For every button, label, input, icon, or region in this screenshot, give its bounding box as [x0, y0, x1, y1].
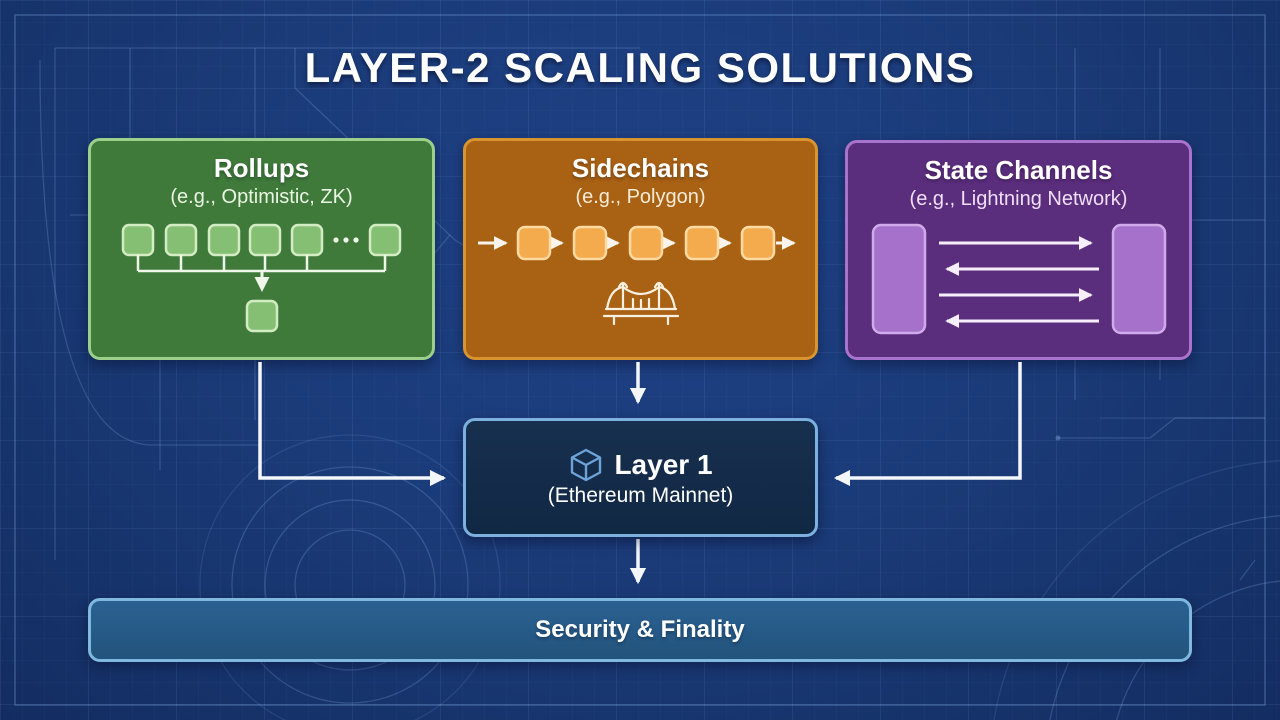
cube-icon — [571, 448, 602, 482]
sidechains-card: Sidechains (e.g., Polygon) — [463, 138, 818, 360]
sidechains-chain-diagram — [477, 225, 796, 325]
sidechains-subtitle: (e.g., Polygon) — [575, 185, 706, 208]
layer1-title: Layer 1 — [614, 449, 713, 480]
statechannels-to-layer1-arrow — [833, 362, 1022, 487]
security-finality-bar: Security & Finality — [88, 598, 1192, 662]
rollups-card: Rollups (e.g., Optimistic, ZK) — [88, 138, 435, 360]
sidechains-title: Sidechains — [571, 153, 710, 183]
state-channels-subtitle: (e.g., Lightning Network) — [909, 187, 1128, 210]
layer1-box: Layer 1 (Ethereum Mainnet) — [463, 418, 818, 537]
state-channels-card: State Channels (e.g., Lightning Network) — [845, 140, 1192, 360]
rollups-to-layer1-arrow — [258, 362, 447, 487]
bridge-icon — [602, 281, 679, 325]
security-finality-label: Security & Finality — [535, 616, 745, 643]
rollups-title: Rollups — [213, 153, 310, 183]
state-channels-title: State Channels — [924, 155, 1113, 185]
rollups-flow-diagram — [121, 223, 401, 333]
layer1-subtitle: (Ethereum Mainnet) — [547, 484, 734, 507]
rollups-subtitle: (e.g., Optimistic, ZK) — [170, 185, 353, 208]
page-title: LAYER-2 SCALING SOLUTIONS — [304, 44, 976, 91]
state-channels-diagram — [871, 223, 1166, 335]
ellipsis-dots — [332, 237, 359, 243]
